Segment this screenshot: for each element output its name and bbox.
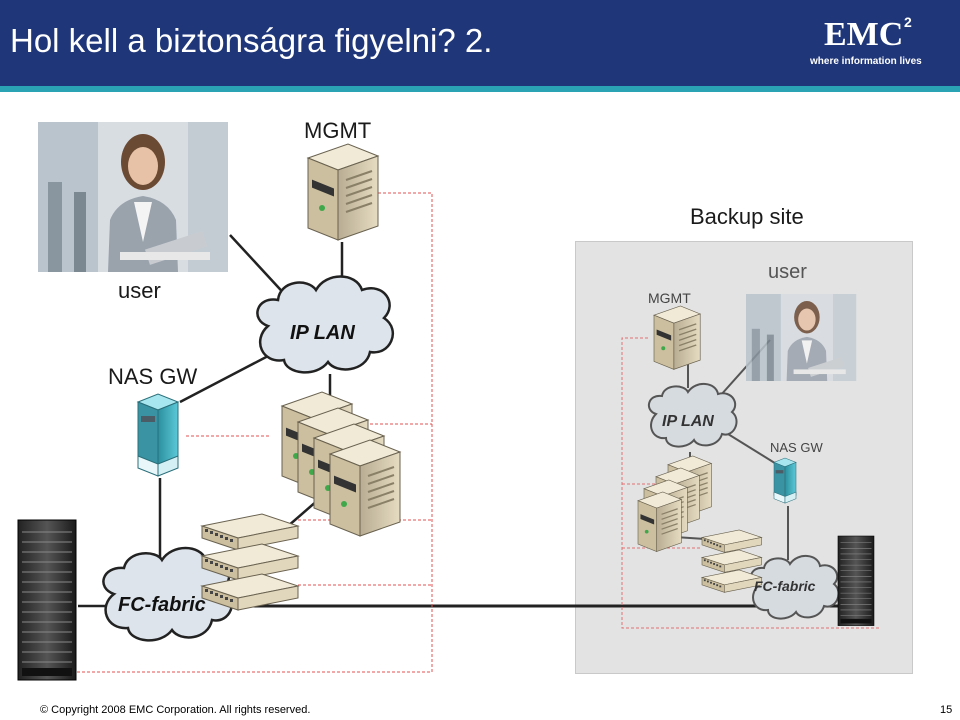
logo-superscript: 2 [904,14,912,30]
fc-fabric-label: FC-fabric [118,594,206,616]
copyright-text: © Copyright 2008 EMC Corporation. All ri… [40,704,311,716]
nas-gw-icon [137,393,179,477]
mgmt-server-icon [307,143,379,241]
logo-tagline: where information lives [810,56,922,67]
slide-title: Hol kell a biztonságra figyelni? 2. [10,22,493,59]
page-number: 15 [940,704,953,716]
switch-icon [201,513,299,551]
link-user-iplan [229,234,291,301]
backup-site-label: Backup site [690,204,804,229]
emc-logo: EMC 2 where information lives [808,14,928,74]
backup-user-label: user [768,261,807,283]
backup-site-diagram [621,294,880,629]
storage-array-icon [17,519,77,681]
backup-nas-gw-label: NAS GW [770,440,823,455]
header-bar [0,0,960,86]
server-icon [329,439,401,537]
nas-gw-label: NAS GW [108,364,198,389]
mgmt-label: MGMT [304,118,372,143]
user-photo [38,122,228,272]
backup-fc-fabric-label: FC-fabric [754,578,816,594]
backup-ip-lan-label: IP LAN [662,413,714,430]
link-nasgw-iplan [179,353,271,404]
logo-wordmark: EMC [824,16,904,53]
user-label: user [118,278,161,303]
ip-lan-cloud [256,275,395,374]
backup-mgmt-label: MGMT [648,290,691,306]
ip-lan-label: IP LAN [290,322,355,344]
header-rule [0,86,960,92]
